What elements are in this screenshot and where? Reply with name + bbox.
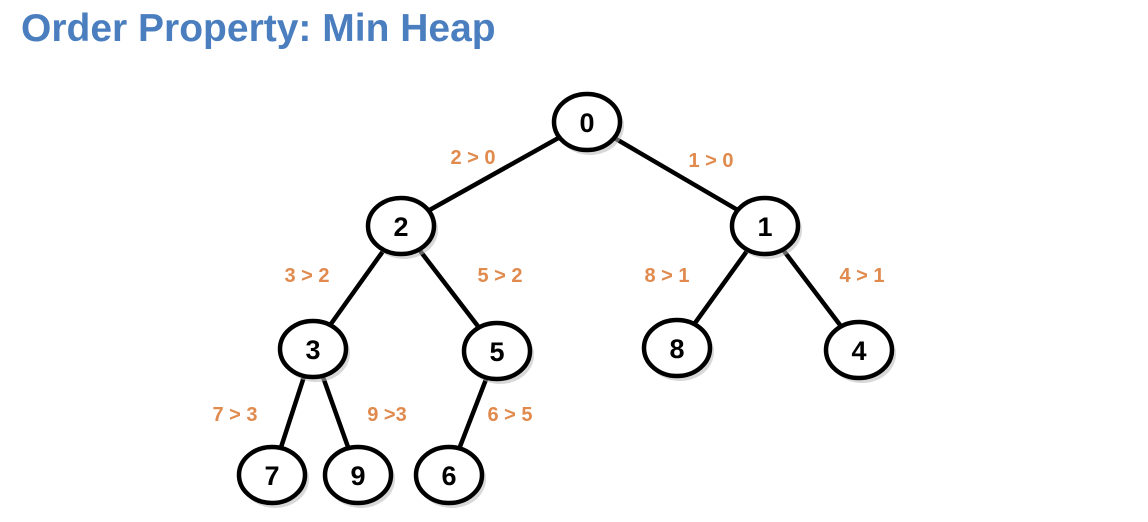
node-value: 1 [757,212,772,242]
node-value: 6 [441,461,456,491]
edge-n0-n2 [398,119,590,229]
node-value: 4 [851,336,866,366]
heap-node: 6 [413,444,486,508]
node-value: 3 [305,335,320,365]
node-value: 7 [264,461,279,491]
slide-title: Order Property: Min Heap [21,7,496,50]
node-circle [729,195,801,257]
node-circle [461,320,533,382]
node-circle [551,91,623,153]
heap-node: 5 [461,320,534,384]
node-value: 5 [489,337,504,367]
edge-label: 9 >3 [367,404,406,426]
node-value: 2 [393,212,408,242]
heap-node: 0 [551,91,624,155]
node-value: 0 [579,108,594,138]
heap-node: 1 [729,195,802,259]
node-circle [236,444,308,506]
node-circle [413,444,485,506]
edge-label: 6 > 5 [487,404,532,426]
heap-node: 4 [823,319,896,383]
edge-label: 7 > 3 [212,404,257,426]
edge-labels-layer: 2 > 0 1 > 0 3 > 2 5 > 2 8 > 1 4 > 1 7 > 3 9 >3 6… [212,147,884,426]
edge-label: 8 > 1 [644,265,689,287]
heap-node: 2 [365,195,438,259]
heap-node: 3 [277,318,350,382]
edge-label: 4 > 1 [839,265,884,287]
node-circle [322,444,394,506]
edges-layer [269,119,862,478]
node-circle [277,318,349,380]
heap-node: 7 [236,444,309,508]
edge-label: 3 > 2 [284,265,329,287]
heap-node: 9 [322,444,395,508]
node-value: 9 [350,461,365,491]
heap-node: 8 [641,317,714,381]
node-circle [365,195,437,257]
edge-label: 2 > 0 [450,147,495,169]
node-value: 8 [669,334,684,364]
edge-label: 1 > 0 [688,150,733,172]
edge-label: 5 > 2 [477,265,522,287]
node-circle [641,317,713,379]
node-circle [823,319,895,381]
nodes-layer: 0 2 1 3 5 8 4 7 9 6 [236,91,896,508]
